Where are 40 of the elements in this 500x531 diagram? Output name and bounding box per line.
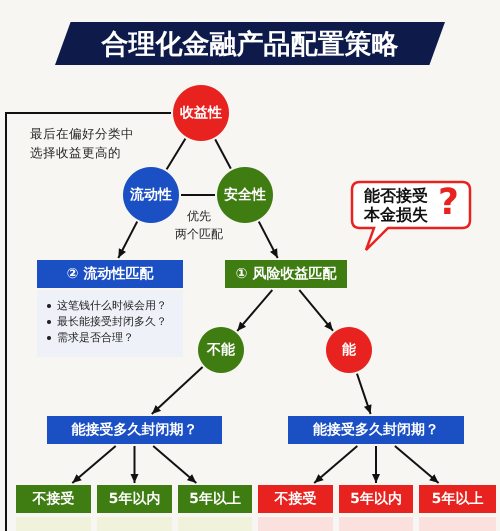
arrow <box>72 445 116 484</box>
category-circle: 不能 <box>198 327 244 373</box>
category-circle: 流动性 <box>123 167 179 223</box>
bullet-item: 需求是否合理？ <box>47 330 183 346</box>
question-mark: ? <box>438 181 459 225</box>
arrow <box>130 446 138 483</box>
arrow <box>394 445 440 484</box>
note-text: 两个匹配 <box>174 226 224 243</box>
heading-box: 能接受多久封闭期？ <box>288 416 464 444</box>
arrow <box>236 289 274 332</box>
connector-line <box>181 194 215 196</box>
heading-box: ① 风险收益匹配 <box>225 260 347 288</box>
heading-box: 不接受 <box>16 485 91 513</box>
arrow <box>314 445 358 484</box>
heading-box: 5年以上 <box>178 485 252 513</box>
title-banner: 合理化金融产品配置策略 <box>55 22 445 65</box>
arrow <box>117 221 138 258</box>
connector-line <box>5 112 171 531</box>
arrow <box>372 446 380 483</box>
category-circle: 能 <box>326 327 372 373</box>
heading-box: 不接受 <box>258 485 333 513</box>
category-circle: 安全性 <box>217 167 273 223</box>
arrow <box>298 289 334 332</box>
bullet-item: 这笔钱什么时候会用？ <box>47 298 183 314</box>
heading-box: 5年以上 <box>419 485 496 513</box>
arrow <box>152 445 197 484</box>
note-text: 最后在偏好分类中选择收益更高的 <box>30 125 135 162</box>
connector-line <box>166 138 186 170</box>
arrow <box>258 221 279 258</box>
arrow <box>356 373 372 414</box>
heading-box: ② 流动性匹配 <box>37 260 183 288</box>
bubble-text: 能否接受本金损失 <box>364 186 429 224</box>
connector-line <box>214 138 232 170</box>
bullet-item: 最长能接受封闭多久？ <box>47 314 183 330</box>
note-text: 优先 <box>186 208 212 225</box>
arrow <box>151 366 204 415</box>
heading-box: 5年以内 <box>97 485 172 513</box>
heading-box: 5年以内 <box>339 485 413 513</box>
category-circle: 收益性 <box>173 85 229 141</box>
heading-box: 能接受多久封闭期？ <box>47 416 222 444</box>
